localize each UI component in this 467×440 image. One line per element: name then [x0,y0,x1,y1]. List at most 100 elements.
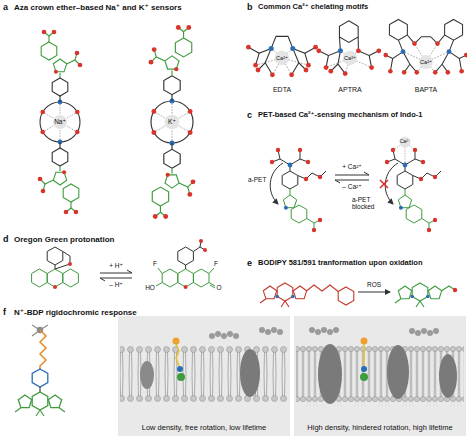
oregon-green-structure-part [47,247,63,265]
chelator-structure-part [256,48,272,65]
crown-sensor-structure-part [38,142,79,214]
reaction-label: + Ca²⁺ [342,163,362,170]
membrane-illustration-part [265,329,271,335]
chelator-structure-part [388,69,393,74]
chelator-structure [246,19,467,77]
chelator-structure-part [433,70,438,75]
membrane-illustration-part [439,354,457,398]
membrane-illustration-part [315,329,321,335]
oregon-green-structure-part [100,278,132,279]
chelator-structure-part [265,48,272,74]
membrane-illustration-part [259,327,265,333]
panel-letter: f [3,307,6,317]
oregon-green-structure [32,239,215,289]
indo-structure-part [364,172,369,175]
membrane-illustration-part [240,349,260,397]
ion-label: Ca²⁺ [276,55,288,61]
chelator-structure-part [328,69,333,74]
crown-sensor-structure-part [149,25,192,101]
chelator-structure-part [435,41,440,46]
panel-caption: Low density, free rotation, low lifetime [120,424,288,433]
chelator-structure-part [435,52,449,73]
atom-label: O [216,284,221,291]
indo-structure-part [270,148,326,232]
atom-label: HO [145,284,155,291]
oregon-green-structure-part [100,273,132,274]
membrane-illustration-part [173,338,180,345]
chelator-name: APTRA [338,86,361,94]
chelator-structure-part [319,21,379,74]
indo-structure-part [335,175,369,176]
chelator-structure-part [376,48,381,53]
oregon-green-structure-part [178,247,194,265]
panel-title: Common Ca²⁺ chelating motifs [258,3,368,12]
membrane-illustration-part [221,333,227,339]
nbdp-structure-part [36,410,40,416]
bodipy-structure-part [358,292,390,293]
bodipy-structure-part [338,287,354,305]
bodipy-structure-part [420,301,424,307]
chelator-structure-part [445,19,463,40]
bodipy-structure-part [426,295,430,299]
oregon-green-structure-part [162,269,178,287]
chelator-structure-part [401,49,406,54]
ion-label: Ca²⁺ [344,55,356,61]
membrane-illustration-part [227,331,233,337]
indo-structure-part [270,148,326,232]
crown-sensor-structure [38,25,196,219]
chelator-structure-part [269,46,274,51]
chelator-structure-part [289,72,294,77]
nbdp-structure-part [40,330,46,369]
chelator-structure-part [343,51,357,65]
nbdp-structure-part [15,408,21,412]
panel-letter: e [247,258,252,268]
chelator-structure-part [386,19,467,72]
membrane-illustration-part [215,331,221,337]
crown-sensor-structure-part [38,30,83,215]
panel-title: Oregon Green protonation [14,235,114,244]
chelator-structure-part [459,69,464,74]
membrane-illustration-part [321,327,327,333]
chelator-structure-part [358,51,371,68]
chelator-name: EDTA [273,86,291,94]
chelator-structure-part [369,65,374,70]
chelator-structure-part [293,48,309,65]
chelator-structure-part [412,41,417,46]
indo-structure-part [400,137,411,148]
bodipy-structure-part [285,301,289,307]
membrane-illustration-part [140,361,154,389]
membrane-illustration-part [233,333,239,339]
membrane-illustration-part [409,328,415,334]
crown-sensor-structure-part [152,143,195,219]
crown-sensor-structure-part [149,25,196,219]
chelator-structure-part [447,49,452,54]
chelator-structure-part [403,52,417,73]
chelator-structure-part [419,55,433,69]
chelator-structure-part [304,68,309,73]
ion-label: Na⁺ [54,118,66,125]
bodipy-structure-part [416,301,420,307]
crown-sensor-structure-part [38,142,79,214]
membrane-illustration-part [318,344,342,404]
bodipy-structure-part [412,283,428,301]
membrane-illustration-part [363,344,365,366]
chelator-structure-part [403,44,449,73]
membrane-illustration-part [176,344,179,366]
nbdp-structure-part [18,395,31,408]
oregon-green-structure-part [47,269,63,287]
chelator-structure-part [390,52,403,72]
nbdp-structure-part [48,395,61,408]
ion-label: K⁺ [168,118,176,125]
bodipy-structure-part [307,285,339,292]
chelator-name: BAPTA [415,86,437,94]
crown-sensor-structure-part [151,98,193,145]
chelator-structure-part [256,48,309,74]
reaction-label: – Ca²⁺ [342,183,361,190]
oregon-green-structure-part [199,239,203,243]
oregon-green-structure-part [32,269,48,287]
chelator-structure-part [246,36,318,77]
membrane-illustration-part [177,366,183,372]
reaction-label: – H⁺ [109,281,123,288]
panel-letter: b [247,2,253,12]
